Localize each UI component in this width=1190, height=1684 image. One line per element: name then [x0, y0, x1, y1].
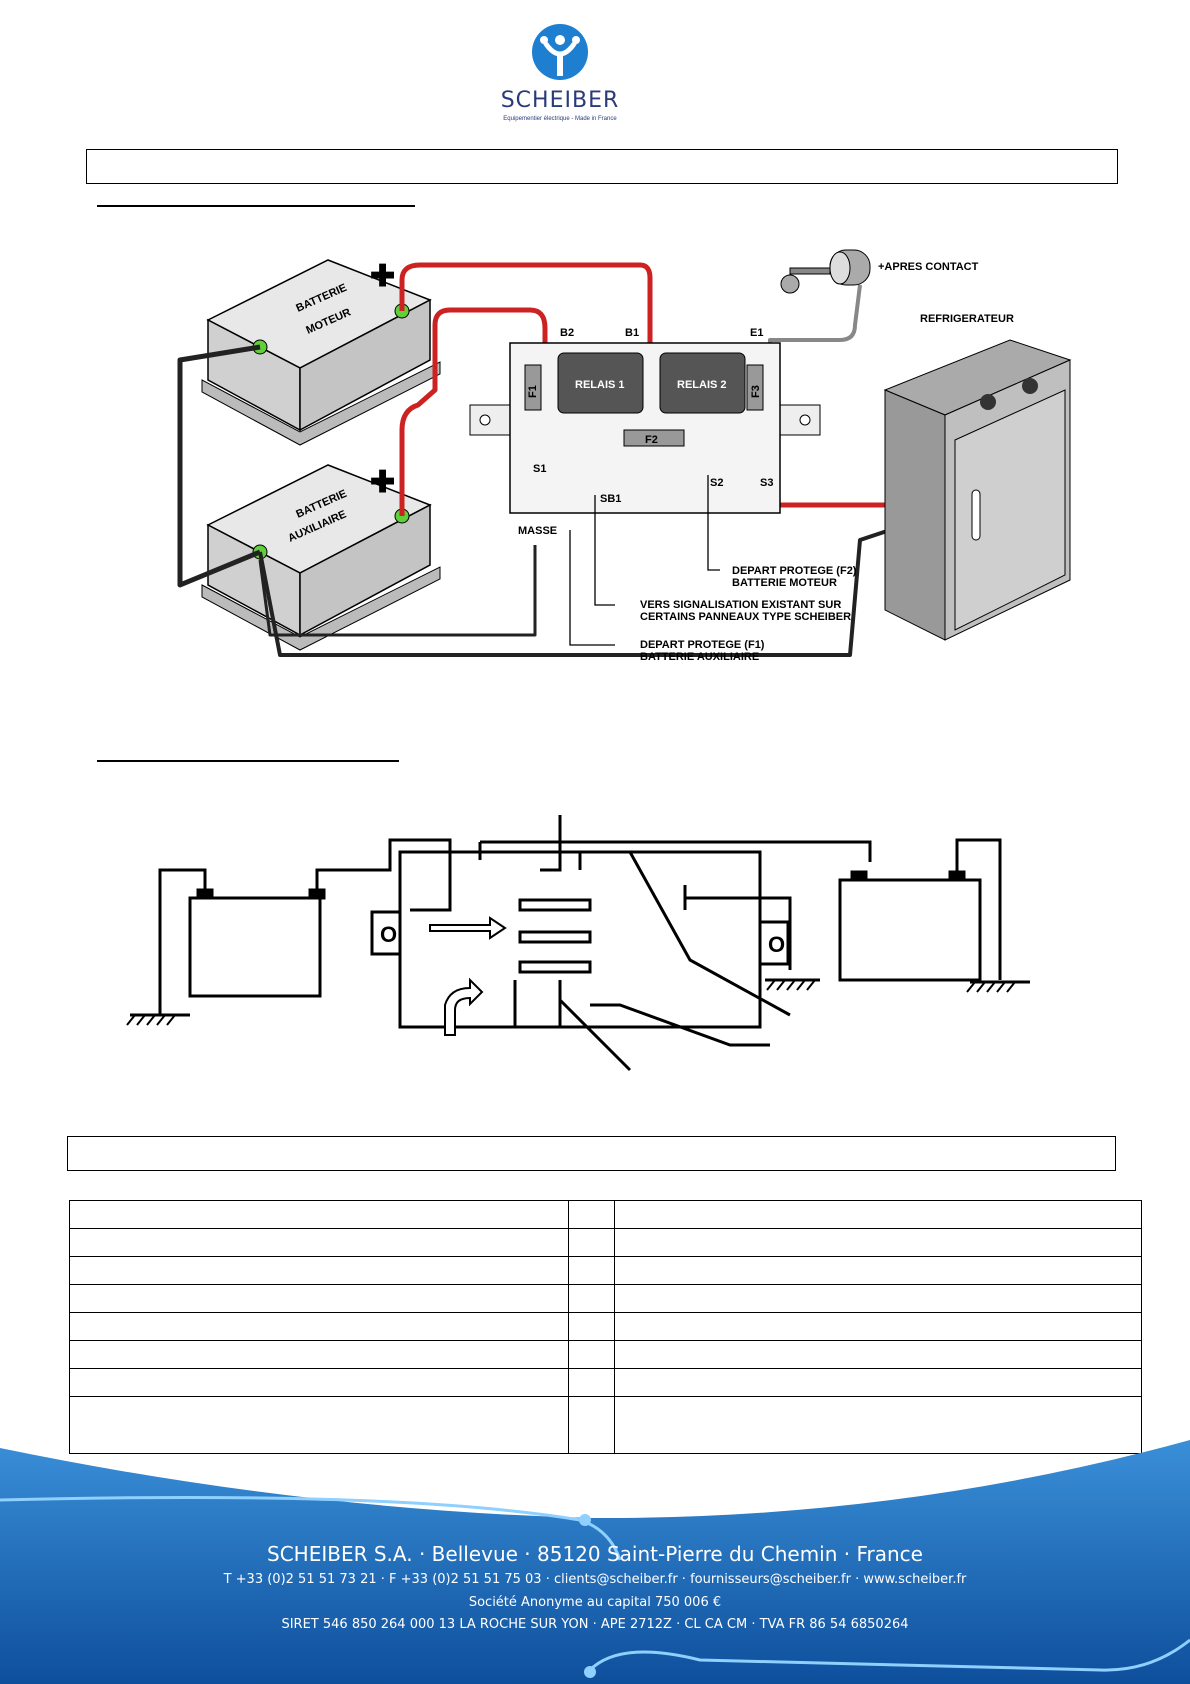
fuse-f2-label: F2: [645, 434, 658, 446]
ignition-key-icon: [780, 249, 871, 294]
arrow-icon: [429, 916, 507, 940]
output-s2-label: S2: [710, 477, 723, 489]
page-footer: SCHEIBER S.A. · Bellevue · 85120 Saint-P…: [0, 1440, 1190, 1684]
specs-table: [69, 1200, 1142, 1454]
section-1-heading-underline: [97, 205, 415, 207]
arrow-icon: [444, 977, 484, 1036]
table-row: [69, 1368, 1142, 1397]
table-row: [69, 1200, 1142, 1229]
note-f2-line-1: DEPART PROTEGE (F2): [732, 565, 857, 577]
fuse-f3-label: F3: [750, 385, 762, 398]
distributor-module: RELAIS 1 RELAIS 2 F1 F3 F2 B2 B1 E1 S1 S…: [469, 327, 821, 537]
title-box: [86, 149, 1118, 184]
footer-siret: SIRET 546 850 264 000 13 LA ROCHE SUR YO…: [281, 1617, 909, 1632]
footer-wave: [0, 1440, 1190, 1684]
footer-company-line: SCHEIBER S.A. · Bellevue · 85120 Saint-P…: [0, 1542, 1190, 1566]
note-f2-line-2: BATTERIE MOTEUR: [732, 577, 837, 589]
note-f1-line-1: DEPART PROTEGE (F1): [640, 639, 765, 651]
output-s1-label: S1: [533, 463, 546, 475]
section-2-heading-underline: [97, 760, 399, 762]
section-3-box: [67, 1136, 1116, 1171]
wiring-diagram: BATTERIE MOTEUR ✚ BATTERIE AUXILIAIRE ✚: [177, 249, 1072, 663]
logo-tagline: Equipementier électrique - Made in Franc…: [503, 116, 617, 122]
table-row: [69, 1284, 1142, 1313]
logo-text: SCHEIBER: [500, 88, 620, 113]
note-sb1-line-1: VERS SIGNALISATION EXISTANT SUR: [640, 599, 841, 611]
table-row: [69, 1396, 1142, 1454]
table-row: [69, 1256, 1142, 1285]
terminal-b2-label: B2: [560, 327, 574, 339]
plus-icon: ✚: [370, 260, 395, 293]
table-row: [69, 1340, 1142, 1369]
engine-battery: BATTERIE MOTEUR ✚: [201, 259, 441, 446]
output-s3-label: S3: [760, 477, 773, 489]
note-f1-line-2: BATTERIE AUXILIAIRE: [640, 651, 759, 663]
battery-left-symbol: [188, 896, 322, 998]
note-sb1-line-2: CERTAINS PANNEAUX TYPE SCHEIBER: [640, 611, 851, 623]
footer-contact: T +33 (0)2 51 51 73 21 · F +33 (0)2 51 5…: [223, 1572, 967, 1587]
footer-capital: Société Anonyme au capital 750 006 €: [468, 1595, 722, 1610]
callout-lines: [569, 475, 720, 646]
battery-right-symbol: [838, 878, 982, 982]
terminal-e1-label: E1: [750, 327, 763, 339]
refrigerator: [883, 339, 1072, 641]
plus-icon: ✚: [370, 466, 395, 499]
mount-hole-icon: O: [768, 932, 785, 957]
ground-label: MASSE: [518, 525, 557, 537]
fuse-f1-label: F1: [527, 385, 539, 398]
company-logo: SCHEIBER Equipementier électrique - Made…: [480, 20, 640, 122]
terminal-b1-label: B1: [625, 327, 639, 339]
aux-battery: BATTERIE AUXILIAIRE ✚: [201, 464, 441, 651]
table-row: [69, 1312, 1142, 1341]
relay-1-label: RELAIS 1: [575, 379, 625, 391]
ground-symbols: [126, 979, 1016, 1026]
output-sb1-label: SB1: [600, 493, 621, 505]
footer-address: · Bellevue · 85120 Saint-Pierre du Chemi…: [418, 1542, 923, 1566]
fridge-label: REFRIGERATEUR: [920, 313, 1014, 325]
ignition-label: +APRES CONTACT: [878, 261, 979, 273]
footer-company: SCHEIBER S.A.: [267, 1542, 413, 1566]
wires: [177, 262, 891, 657]
relay-2-label: RELAIS 2: [677, 379, 727, 391]
table-row: [69, 1228, 1142, 1257]
schematic-diagram: O O: [126, 815, 1030, 1072]
mount-hole-icon: O: [380, 922, 397, 947]
logo-emblem: [532, 24, 588, 80]
